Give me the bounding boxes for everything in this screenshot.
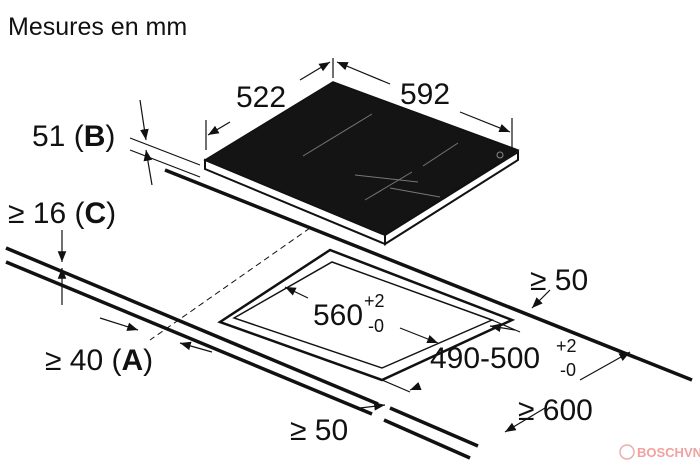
cooktop: [203, 81, 520, 246]
projection-line: [149, 227, 311, 341]
svg-text:-0: -0: [368, 316, 384, 336]
svg-text:BOSCHVN: BOSCHVN: [637, 445, 700, 460]
svg-text:+2: +2: [364, 291, 385, 311]
dimension-lines: [57, 58, 631, 433]
depth-label: 522: [236, 81, 286, 114]
svg-text:-0: -0: [560, 360, 576, 380]
front-distance-label: ≥ 40 (A): [45, 344, 153, 377]
min-gap-label: ≥ 16 (C): [8, 197, 116, 230]
countertop: [5, 168, 693, 460]
counter-depth-label: ≥ 600: [518, 394, 593, 427]
thickness-label: 51 (B): [32, 120, 115, 153]
cutout-width-label: 560 +2 -0: [313, 291, 385, 336]
cutout-depth-label: 490-500 +2 -0: [430, 336, 577, 380]
title: Mesures en mm: [8, 13, 187, 41]
svg-text:560: 560: [313, 299, 363, 332]
svg-text:+2: +2: [556, 336, 577, 356]
rear-distance-label: ≥ 50: [530, 264, 588, 297]
watermark: BOSCHVN: [619, 444, 700, 460]
bosch-logo-icon: [619, 444, 635, 460]
side-distance-label: ≥ 50: [290, 414, 348, 447]
svg-text:490-500: 490-500: [430, 342, 540, 375]
width-label: 592: [400, 78, 450, 111]
